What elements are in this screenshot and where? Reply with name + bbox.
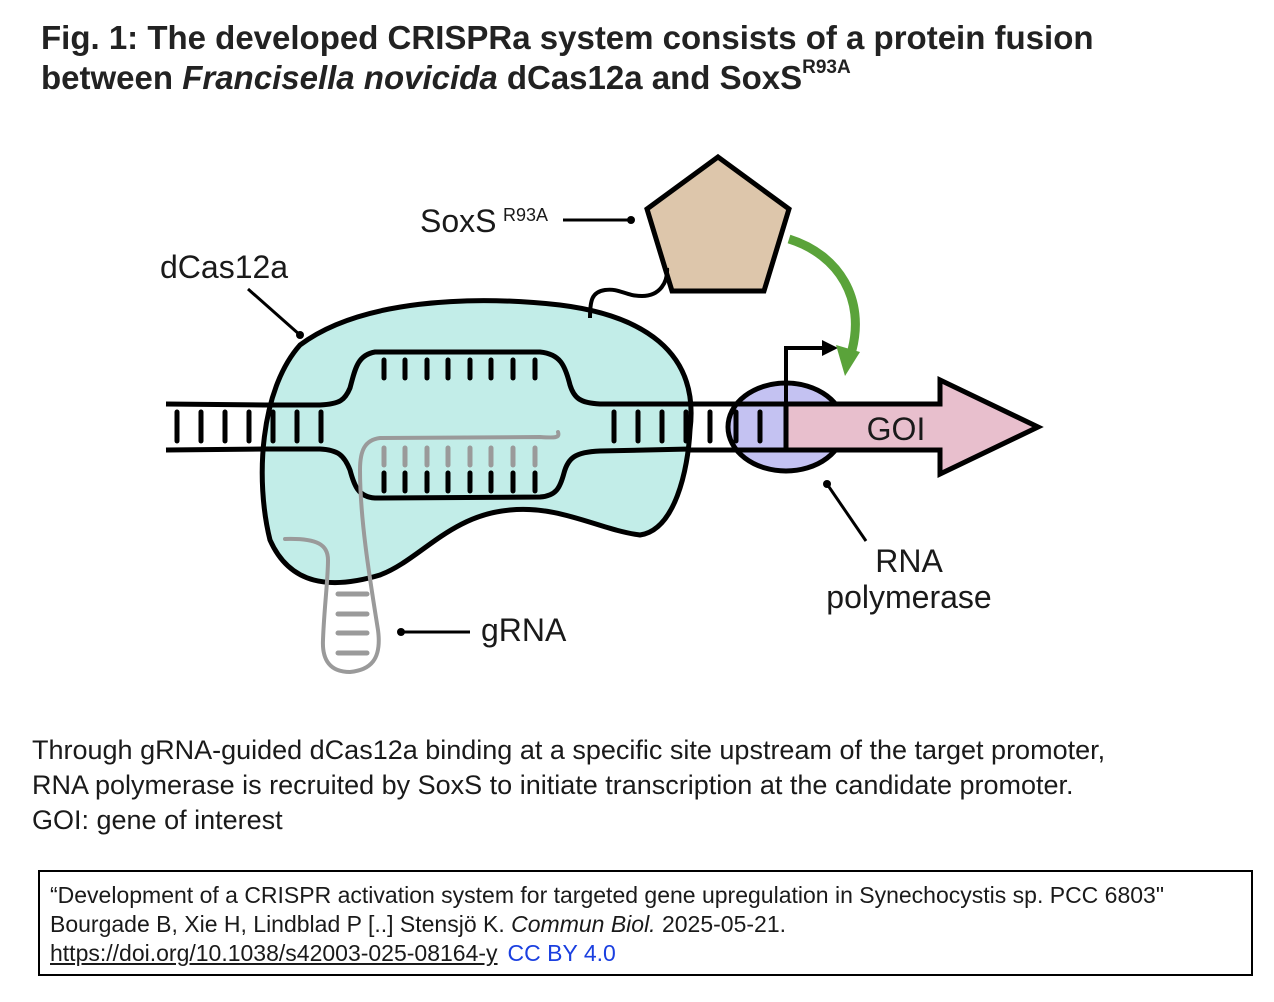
soxs-label: SoxS bbox=[420, 203, 496, 239]
dcas12a-label: dCas12a bbox=[160, 249, 288, 285]
title-species: Francisella novicida bbox=[182, 59, 498, 96]
figure-caption: Through gRNA-guided dCas12a binding at a… bbox=[32, 733, 1105, 838]
soxs-protein bbox=[644, 153, 792, 294]
rnap-label-line1: RNA bbox=[875, 543, 943, 579]
soxs-label-superscript: R93A bbox=[503, 205, 548, 225]
citation-box: “Development of a CRISPR activation syst… bbox=[38, 870, 1253, 976]
crispra-diagram: GOI SoxS R93A dCas12a RNA polymerase gRN… bbox=[160, 153, 1044, 675]
title-line-1: Fig. 1: The developed CRISPRa system con… bbox=[41, 19, 1094, 56]
dna-upstream bbox=[165, 401, 266, 453]
goi-arrow bbox=[783, 376, 1044, 478]
transcription-start-arrow bbox=[784, 340, 838, 450]
citation-text: “Development of a CRISPR activation syst… bbox=[50, 882, 1165, 937]
grna-leader-line bbox=[397, 628, 470, 636]
goi-label: GOI bbox=[867, 411, 926, 447]
caption-line-3: GOI: gene of interest bbox=[32, 805, 283, 835]
dna-in-rnap bbox=[730, 401, 789, 453]
citation-journal: Commun Biol. bbox=[511, 911, 656, 937]
fusion-linker bbox=[588, 267, 670, 319]
rnap-label-line2: polymerase bbox=[826, 579, 991, 615]
title-line-2-end: dCas12a and SoxS bbox=[497, 59, 803, 96]
license-link[interactable]: CC BY 4.0 bbox=[507, 940, 616, 966]
dcas12a-leader-line bbox=[247, 287, 304, 339]
grna bbox=[283, 430, 561, 675]
doi-link[interactable]: https://doi.org/10.1038/s42003-025-08164… bbox=[50, 940, 498, 966]
citation-date: 2025-05-21. bbox=[655, 911, 787, 937]
dna-inside-dcas12a bbox=[262, 349, 691, 501]
caption-line-2: RNA polymerase is recruited by SoxS to i… bbox=[32, 770, 1074, 800]
dcas12a-protein bbox=[259, 298, 694, 586]
figure-title: Fig. 1: The developed CRISPRa system con… bbox=[41, 18, 1094, 98]
title-superscript: R93A bbox=[802, 57, 851, 78]
activation-arrow bbox=[787, 234, 860, 376]
grna-label: gRNA bbox=[481, 612, 567, 648]
dna-promoter-region bbox=[690, 401, 735, 453]
caption-line-1: Through gRNA-guided dCas12a binding at a… bbox=[32, 735, 1106, 765]
title-line-2-start: between bbox=[41, 59, 183, 96]
rnap-leader-line bbox=[823, 480, 868, 542]
soxs-leader-line bbox=[563, 216, 635, 224]
